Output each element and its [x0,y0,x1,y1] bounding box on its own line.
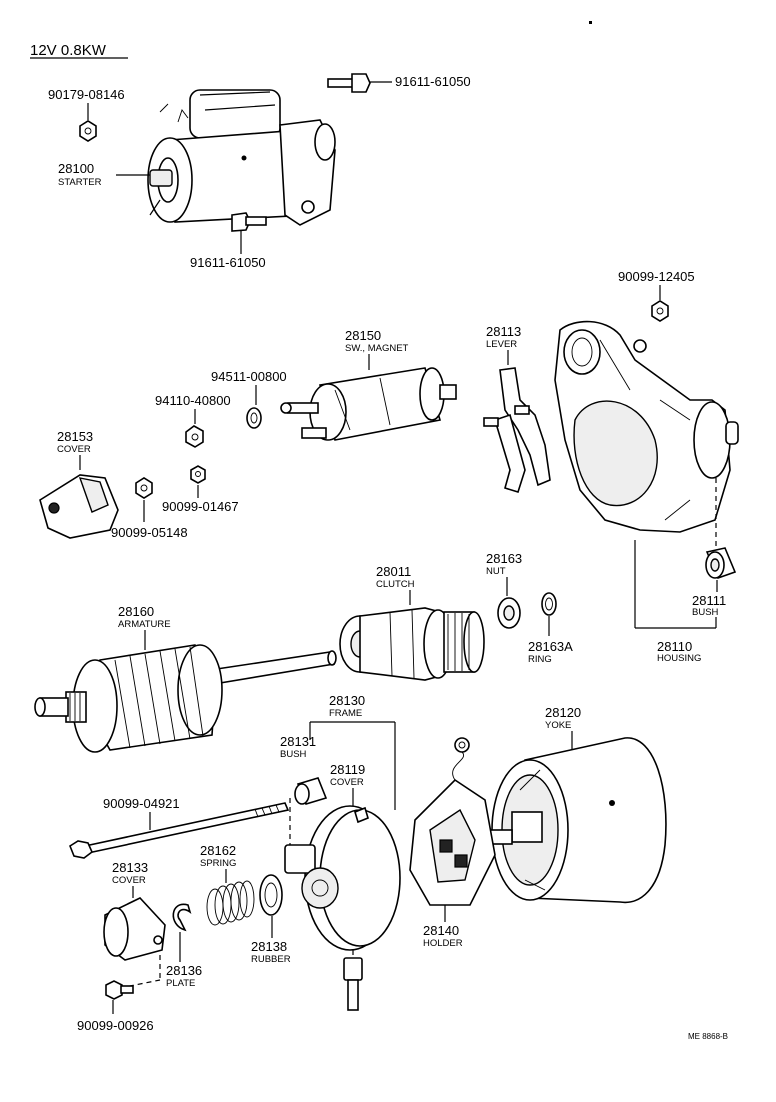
label-28150: 28150 [345,328,381,343]
nut-90099-12405-drawing [651,300,669,322]
through-bolt-drawing [69,802,290,859]
label-28113: 28113 [486,324,521,339]
label-90099-01467: 90099-01467 [162,499,239,514]
label-sw-magnet: SW., MAGNET [345,343,409,354]
armature-drawing [34,644,337,753]
label-cover-28133: COVER [112,875,146,886]
nut-90099-01467-drawing [190,465,206,484]
label-nut-28163: NUT [486,566,506,577]
label-28163A: 28163A [528,639,573,654]
label-28120: 28120 [545,705,581,720]
label-28138: 28138 [251,939,287,954]
label-frame: FRAME [329,708,362,719]
label-28110: 28110 [657,639,692,654]
yoke-drawing [478,737,667,904]
label-90099-04921: 90099-04921 [103,796,180,811]
bush-28111-drawing [705,547,737,580]
ring-28163A-drawing [541,592,557,616]
label-bush-28131: BUSH [280,749,307,760]
drawing-reference: ME 8868-B [688,1032,728,1041]
label-spring: SPRING [200,858,236,869]
label-plate: PLATE [166,978,195,989]
washer-94511-00800-drawing [246,407,262,429]
magnet-switch-drawing [280,367,457,441]
bush-28131-drawing [294,777,328,805]
label-28140: 28140 [423,923,459,938]
label-cover-28153: COVER [57,444,91,455]
label-28131: 28131 [280,734,316,749]
label-28162: 28162 [200,843,236,858]
bolt-91611-61050-bottom-drawing [231,212,267,232]
label-clutch: CLUTCH [376,579,415,590]
end-cover-drawing [103,897,166,961]
label-90099-05148: 90099-05148 [111,525,188,540]
label-28136: 28136 [166,963,202,978]
label-91611-61050-top: 91611-61050 [395,74,471,89]
starter-assembly-drawing [147,89,336,226]
clutch-drawing [339,607,485,681]
label-rubber: RUBBER [251,954,291,965]
screw-90099-00926-drawing [105,980,134,1000]
spring-drawing [206,880,255,926]
nut-94110-40800-drawing [185,425,204,448]
label-cover-28119: COVER [330,777,364,788]
commutator-end-frame-drawing [284,805,401,951]
label-armature: ARMATURE [118,619,171,630]
bolt-91611-61050-top-drawing [327,73,371,93]
label-90099-12405: 90099-12405 [618,269,695,284]
nut-90179-08146-drawing [79,120,97,142]
label-91611-61050-bottom: 91611-61050 [190,255,266,270]
rubber-drawing [259,874,283,916]
label-housing: HOUSING [657,653,701,664]
label-yoke: YOKE [545,720,571,731]
label-94511-00800: 94511-00800 [211,369,287,384]
label-28163: 28163 [486,551,522,566]
brush-holder-drawing [409,737,496,906]
nut-90099-05148-drawing [135,477,153,499]
cap-plug-drawing [343,957,363,1011]
header-rating: 12V 0.8KW [30,42,107,59]
label-94110-40800: 94110-40800 [155,393,231,408]
label-28130: 28130 [329,693,365,708]
nut-28163-drawing [497,597,521,629]
label-ring: RING [528,654,552,665]
label-bush-28111: BUSH [692,607,719,618]
label-28011: 28011 [376,564,411,579]
terminal-cover-drawing [39,474,119,539]
label-lever: LEVER [486,339,517,350]
lever-drawing [483,367,551,493]
label-28133: 28133 [112,860,148,875]
label-28119: 28119 [330,762,365,777]
housing-drawing [554,320,739,533]
label-holder: HOLDER [423,938,463,949]
label-28160: 28160 [118,604,154,619]
label-90179-08146: 90179-08146 [48,87,125,102]
label-28111: 28111 [692,593,726,608]
label-starter: STARTER [58,177,102,188]
plate-drawing [172,903,192,932]
label-28100: 28100 [58,161,94,176]
label-90099-00926: 90099-00926 [77,1018,154,1033]
label-28153: 28153 [57,429,93,444]
